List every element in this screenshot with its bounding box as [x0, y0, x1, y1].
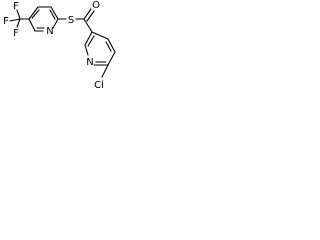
atom-o-carbonyl: O	[92, 0, 100, 11]
atom-labels: F F F N S O N Cl	[3, 0, 104, 91]
bonds	[9, 6, 116, 78]
bond-ring1-a	[28, 6, 39, 20]
bond-ring2-d	[107, 51, 116, 66]
bond-c-f-left	[9, 18, 21, 22]
atom-f-bottom: F	[13, 28, 19, 39]
bond-ring1-c-inner	[49, 9, 56, 20]
bond-ring1-c	[50, 6, 59, 20]
bond-c-f-bottom	[16, 18, 21, 28]
bond-c-o-2	[86, 10, 95, 22]
atom-s-thioester: S	[68, 15, 74, 26]
atom-n-right-ring: N	[86, 57, 93, 68]
bond-ring2-a	[84, 31, 93, 46]
atom-f-top: F	[13, 1, 19, 12]
bond-ring1-f	[28, 18, 36, 32]
bond-ring1-d	[52, 18, 59, 29]
atom-f-left: F	[3, 16, 9, 27]
bond-c-ring2	[83, 18, 93, 33]
atom-cl: Cl	[94, 80, 104, 91]
bond-c-f-top	[16, 9, 21, 20]
bond-ring2-f	[91, 31, 109, 40]
bond-ring2-e	[107, 38, 116, 53]
bond-c-o-1	[83, 8, 92, 20]
bond-ring-cl	[101, 64, 109, 78]
bond-ring2-b	[84, 44, 89, 56]
atom-n-left-ring: N	[46, 26, 53, 37]
bond-ring1-a-inner	[31, 9, 40, 19]
molecule-canvas: F F F N S O N Cl	[0, 0, 142, 106]
bond-ring2-e-inner	[105, 41, 112, 52]
bond-ring2-a-inner	[87, 35, 95, 47]
